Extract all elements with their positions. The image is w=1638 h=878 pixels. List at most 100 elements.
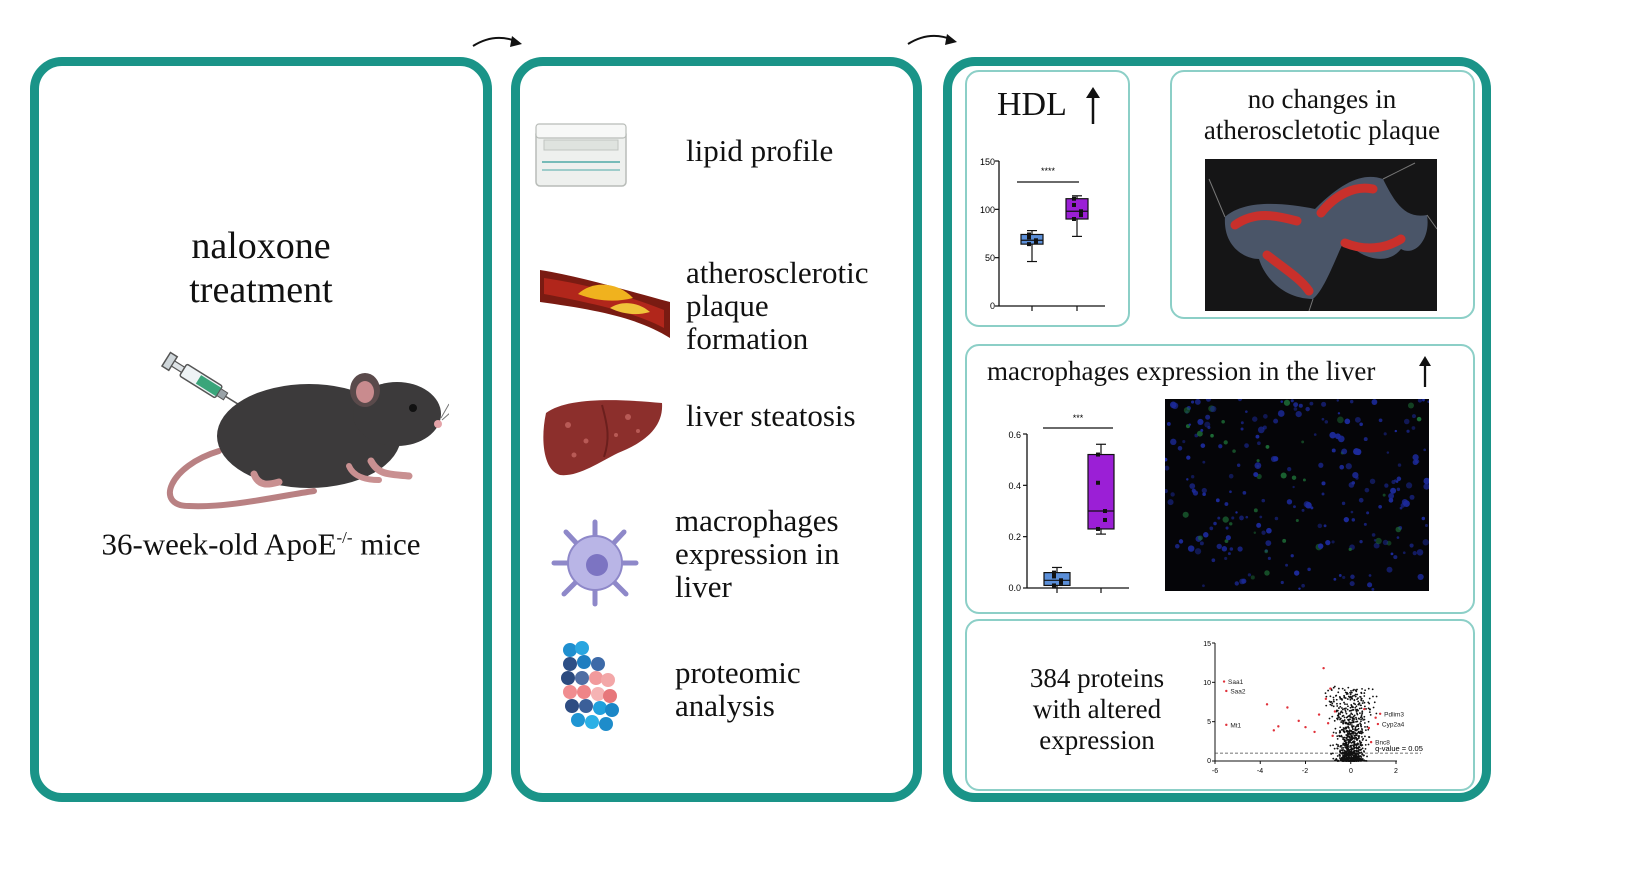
significant-point [1297,719,1300,723]
protein-point [1353,752,1356,755]
protein-point [1368,708,1371,711]
protein-point [1349,698,1352,701]
protein-point [1338,696,1341,698]
protein-point [1339,702,1342,705]
protein-point [1332,757,1335,760]
protein-point [1343,727,1346,730]
significant-point [1324,697,1328,701]
cell-nucleus [1402,551,1406,555]
protein-point [1372,706,1375,709]
cell-nucleus [1423,448,1427,452]
cell-nucleus [1343,516,1350,523]
protein-point [1358,740,1361,742]
cell-nucleus [1223,440,1228,445]
box-point [1052,583,1056,588]
protein-point [1355,718,1358,721]
protein-point [1361,702,1364,705]
cell-nucleus [1171,402,1179,410]
cell-nucleus [1280,472,1287,479]
box-body [1065,198,1089,220]
box-point [1103,509,1107,513]
cell-nucleus [1201,487,1207,494]
cell-nucleus [1229,522,1233,526]
threshold-label: q-value = 0.05 [1375,744,1423,753]
cell-nucleus [1378,504,1382,509]
cell-nucleus [1202,584,1205,588]
caption-line: expression [1039,725,1155,755]
protein-point [1355,720,1357,723]
significant-point [1272,729,1276,732]
protein-point [1331,702,1334,705]
item-label-line: proteomic [675,655,801,690]
cell-nucleus [1313,433,1317,436]
cell-nucleus [1366,511,1370,515]
cell-nucleus [1290,554,1294,558]
protein-point [1349,716,1352,719]
protein-point [1335,698,1338,701]
protein-point [1361,747,1364,750]
protein-point [1352,689,1354,692]
protein-point [1336,755,1339,757]
box-point [1072,202,1076,207]
protein-point [1342,751,1345,754]
protein-point [1361,717,1364,720]
protein-point [1359,752,1362,754]
protein-point [1350,756,1353,759]
y-tick-label: 0.6 [1008,430,1021,440]
box-point [1096,480,1100,485]
cell-nucleus [1349,581,1355,587]
protein-point [1349,706,1352,709]
cell-nucleus [1388,497,1394,503]
cell-nucleus [1302,478,1306,482]
protein-point [1346,708,1349,711]
item-label-line: formation [686,321,809,356]
protein-point [1344,744,1347,747]
cell-nucleus [1401,498,1408,506]
protein-point [1340,744,1343,747]
item-label-line: expression in [675,536,840,571]
y-tick-label: 0.4 [1008,481,1021,491]
cell-nucleus [1394,429,1398,433]
cell-nucleus [1375,537,1382,545]
cell-nucleus [1388,493,1395,499]
protein-point [1337,713,1340,716]
protein-point [1354,734,1357,737]
protein-point [1337,691,1340,694]
protein-point [1346,693,1349,695]
caption-superscript: -/- [336,528,353,547]
y-tick-label: 0 [990,301,995,311]
protein-point [1342,722,1344,725]
cell-nucleus [1384,483,1389,488]
protein-point [1352,745,1355,748]
protein-point [1349,693,1352,696]
cell-nucleus [1235,511,1238,514]
cell-nucleus [1301,583,1305,588]
cell-nucleus [1240,427,1244,431]
cell-nucleus [1350,574,1355,580]
protein-point [1350,742,1353,744]
cell-nucleus [1367,582,1373,588]
up-arrow-icon [1086,87,1100,124]
cell-nucleus [1253,472,1259,477]
protein-point [1339,726,1342,729]
protein-point [1343,689,1346,692]
protein-point [1336,705,1339,707]
protein-point [1352,748,1354,751]
cell-nucleus [1280,400,1284,403]
protein-point [1357,703,1360,706]
protein-point [1363,692,1366,694]
protein-point [1330,753,1333,755]
protein-point [1359,704,1362,707]
protein-point [1354,693,1357,696]
box-point [1079,213,1083,218]
protein-point [1337,745,1340,748]
protein-point [1359,722,1362,725]
cell-nucleus [1336,399,1340,402]
cell-nucleus [1222,516,1229,523]
protein-point [1338,753,1341,756]
protein-point [1357,730,1360,733]
cell-nucleus [1197,535,1203,541]
plaque-caption: no changes in atheroscletotic plaque [1172,84,1472,146]
protein-point [1352,706,1354,709]
protein-point [1351,725,1353,728]
